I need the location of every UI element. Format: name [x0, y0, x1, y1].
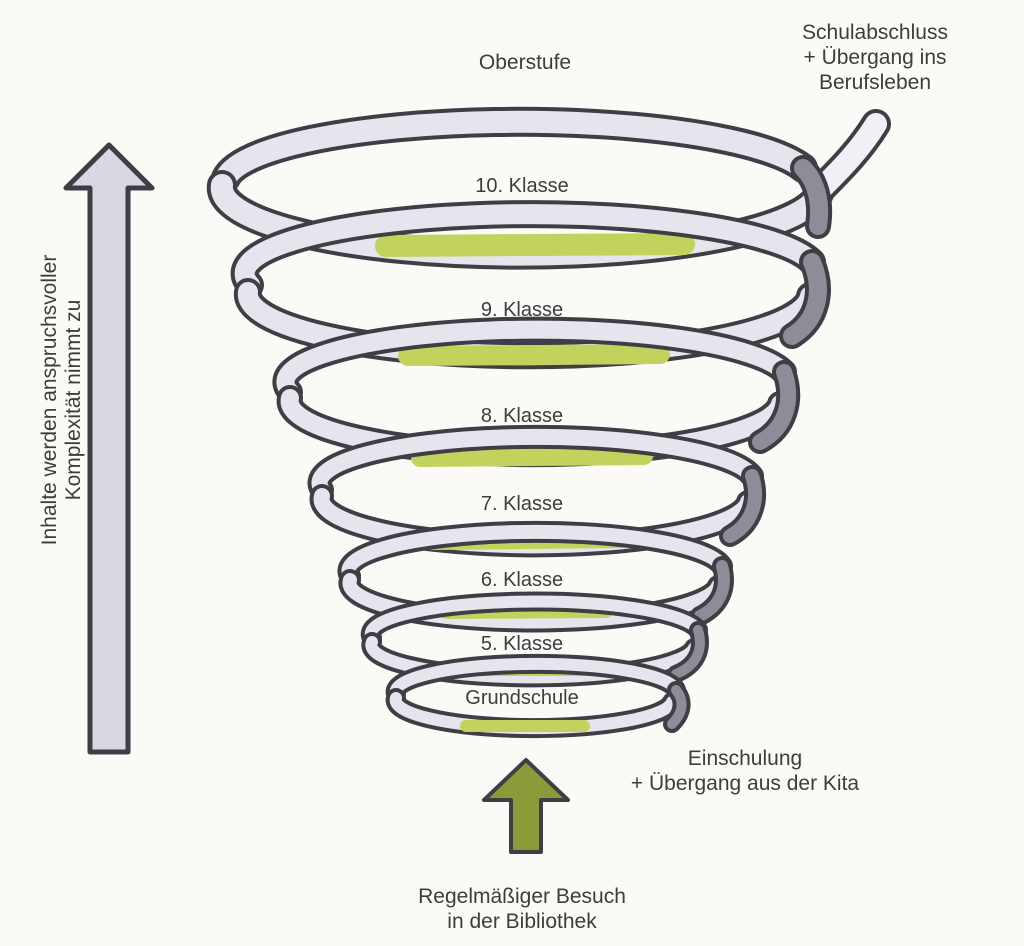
- level-label-6: 6. Klasse: [480, 569, 564, 591]
- start-note: Einschulung + Übergang aus der Kita: [600, 746, 890, 796]
- side-arrow-text: Inhalte werden anspruchsvoller Komplexit…: [38, 220, 86, 580]
- ring-6: [337, 520, 734, 633]
- bottom-note-line-2: in der Bibliothek: [447, 910, 597, 933]
- level-label-7: 7. Klasse: [480, 493, 564, 515]
- side-arrow-text-line-2: Komplexität nimmt zu: [62, 299, 85, 501]
- ring-grundschule: [385, 653, 691, 739]
- level-label-8: 8. Klasse: [480, 405, 564, 427]
- ring-9: [230, 200, 831, 370]
- start-note-line-2: + Übergang aus der Kita: [630, 772, 860, 795]
- spiral-bands: [206, 106, 891, 739]
- bottom-note-line-1: Regelmäßiger Besuch: [418, 885, 626, 908]
- level-label-10: 10. Klasse: [475, 175, 569, 197]
- ring-5: [360, 591, 709, 688]
- ring-10: [206, 106, 891, 270]
- bottom-note: Regelmäßiger Besuch in der Bibliothek: [392, 884, 652, 934]
- end-note-line-2: + Übergang ins: [803, 46, 947, 69]
- entry-up-arrow: [482, 758, 570, 854]
- end-note-line-1: Schulabschluss: [802, 21, 948, 44]
- side-arrow-text-line-1: Inhalte werden anspruchsvoller: [38, 254, 61, 546]
- end-note-line-3: Berufsleben: [818, 71, 932, 94]
- top-label-oberstufe: Oberstufe: [478, 51, 572, 74]
- complexity-up-arrow: [63, 142, 155, 755]
- ring-8: [272, 316, 801, 468]
- start-note-line-1: Einschulung: [687, 747, 803, 770]
- level-label-9: 9. Klasse: [480, 299, 564, 321]
- level-label-grundschule: Grundschule: [465, 687, 579, 709]
- end-note: Schulabschluss + Übergang ins Berufslebe…: [760, 20, 990, 95]
- level-label-5: 5. Klasse: [480, 633, 564, 655]
